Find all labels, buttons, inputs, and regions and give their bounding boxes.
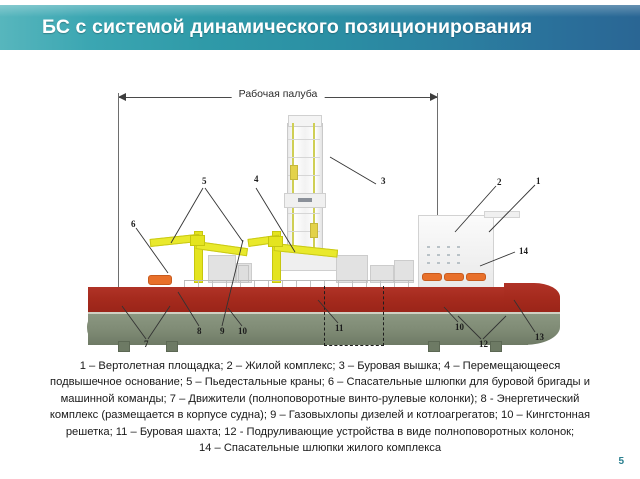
ship-diagram: Рабочая палуба <box>0 60 640 352</box>
derrick-leg-left <box>292 123 294 251</box>
deck-equipment <box>394 260 414 283</box>
callout-10-forward: 10 <box>455 322 464 332</box>
derrick-drawworks <box>298 198 312 202</box>
lifeboat <box>466 273 486 281</box>
caption-line: комплекс (размещается в корпусе судна); … <box>49 409 591 422</box>
derrick-rung <box>288 157 320 158</box>
caption-line: 14 – Спасательные шлюпки жилого комплекс… <box>198 442 442 455</box>
callout-2: 2 <box>497 177 502 187</box>
callout-1: 1 <box>536 176 541 186</box>
slide-title-banner: БС с системой динамического позициониров… <box>0 5 640 50</box>
lifeboat <box>422 273 442 281</box>
derrick-rung <box>288 213 320 214</box>
callout-13: 13 <box>535 332 544 342</box>
deck-equipment <box>208 255 236 283</box>
hull-topside-red <box>88 287 528 314</box>
derrick-drill-floor-box <box>284 193 326 208</box>
page-title: БС с системой динамического позициониров… <box>42 16 533 38</box>
working-deck-dimension: Рабочая палуба <box>118 88 438 106</box>
dimension-extension-left <box>118 93 120 308</box>
crane-head <box>268 236 283 247</box>
derrick-leg-right <box>313 123 315 251</box>
dimension-arrow-left-icon <box>118 93 126 101</box>
callout-5: 5 <box>202 176 207 186</box>
helideck <box>484 211 520 218</box>
callout-12: 12 <box>479 339 488 349</box>
callout-6: 6 <box>131 219 136 229</box>
exhaust-funnel <box>238 265 249 283</box>
derrick-rung <box>288 139 320 140</box>
lifeboat <box>444 273 464 281</box>
lifeboat-drill-crew <box>148 275 172 285</box>
azimuth-thruster-aft <box>118 341 130 352</box>
bow-thruster <box>428 341 440 352</box>
deck-railing <box>184 280 414 288</box>
moonpool-drill-shaft <box>324 286 384 346</box>
callout-7: 7 <box>144 339 149 349</box>
caption-line: 1 – Вертолетная площадка; 2 – Жилой комп… <box>79 360 561 372</box>
dimension-arrow-right-icon <box>430 93 438 101</box>
derrick-rung <box>288 175 320 176</box>
dimension-extension-right <box>437 93 439 308</box>
figure-caption: 1 – Вертолетная площадка; 2 – Жилой комп… <box>8 358 632 456</box>
drillship-illustration <box>87 115 560 352</box>
bow-thruster <box>490 341 502 352</box>
azimuth-thruster-aft <box>166 341 178 352</box>
derrick-tower <box>284 115 326 255</box>
caption-line: подвышечное основание; 5 – Пьедестальные… <box>50 376 590 389</box>
caption-line: решетка; 11 – Буровая шахта; 12 - Подрул… <box>65 425 575 438</box>
callout-14: 14 <box>519 246 528 256</box>
callout-11: 11 <box>335 323 344 333</box>
dimension-label: Рабочая палуба <box>231 88 325 100</box>
pedestal-crane-mid <box>247 231 344 283</box>
derrick-rung <box>288 231 320 232</box>
crane-head <box>190 235 205 246</box>
lifeboat-row-accommodation <box>422 273 486 281</box>
callout-8: 8 <box>197 326 202 336</box>
deck-equipment <box>370 265 394 283</box>
derrick-travelling-block <box>310 223 318 238</box>
hull-bow-red <box>504 283 560 314</box>
callout-10: 10 <box>238 326 247 336</box>
callout-9: 9 <box>220 326 225 336</box>
caption-line: машинной команды; 7 – Движители (полнопо… <box>60 392 580 405</box>
page-number: 5 <box>618 456 624 467</box>
callout-4: 4 <box>254 174 259 184</box>
crane-pedestal <box>272 231 281 283</box>
derrick-travelling-block <box>290 165 298 180</box>
callout-3: 3 <box>381 176 386 186</box>
callout-leader-lines <box>121 156 536 340</box>
